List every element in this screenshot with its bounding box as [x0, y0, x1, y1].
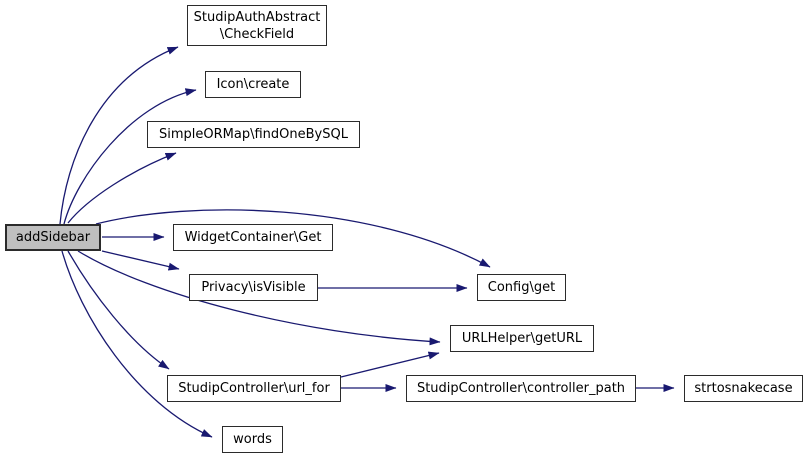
node-label: \CheckField — [219, 26, 295, 42]
node-words[interactable]: words — [222, 426, 283, 453]
edges-group — [59, 46, 675, 438]
node-addSidebar[interactable]: addSidebar — [5, 224, 101, 251]
node-strtosnakecase[interactable]: strtosnakecase — [684, 375, 803, 402]
node-studipController-controller_path[interactable]: StudipController\controller_path — [406, 375, 636, 402]
node-label: StudipController\controller_path — [416, 381, 626, 396]
node-label: addSidebar — [15, 230, 91, 245]
node-label: Config\get — [487, 280, 556, 295]
edge-addSidebar-to-config-get — [95, 209, 491, 268]
node-studipAuthAbstract-checkField[interactable]: StudipAuthAbstract\CheckField — [187, 5, 327, 46]
node-icon-create[interactable]: Icon\create — [205, 71, 301, 98]
node-label: SimpleORMap\findOneBySQL — [159, 127, 348, 142]
node-label: StudipController\url_for — [178, 381, 330, 396]
node-simpleORMap-findOneBySQL[interactable]: SimpleORMap\findOneBySQL — [147, 121, 360, 148]
node-studipController-url_for[interactable]: StudipController\url_for — [167, 375, 341, 402]
node-urlHelper-getURL[interactable]: URLHelper\getURL — [450, 325, 594, 352]
edge-addSidebar-to-urlHelper-getURL — [77, 250, 441, 346]
edge-addSidebar-to-words — [61, 250, 213, 438]
edge-addSidebar-to-simpleORMap-findOneBySQL — [67, 152, 177, 224]
node-config-get[interactable]: Config\get — [477, 274, 566, 301]
node-label: WidgetContainer\Get — [184, 230, 322, 245]
node-label: strtosnakecase — [694, 381, 793, 396]
node-label: words — [233, 432, 272, 447]
edge-addSidebar-to-privacy-isVisible — [101, 250, 180, 271]
node-label: URLHelper\getURL — [461, 331, 583, 346]
edge-addSidebar-to-studipController-url_for — [67, 250, 170, 370]
node-label: StudipAuthAbstract — [193, 9, 321, 25]
node-label: Privacy\isVisible — [201, 280, 306, 295]
edge-addSidebar-to-icon-create — [63, 88, 197, 225]
node-privacy-isVisible[interactable]: Privacy\isVisible — [189, 274, 318, 301]
edge-addSidebar-to-studipAuthAbstract-checkField — [59, 46, 179, 225]
node-label: Icon\create — [216, 77, 290, 92]
edge-studipController-url_for-to-urlHelper-getURL — [340, 351, 440, 378]
node-widgetContainer-get[interactable]: WidgetContainer\Get — [173, 224, 333, 251]
